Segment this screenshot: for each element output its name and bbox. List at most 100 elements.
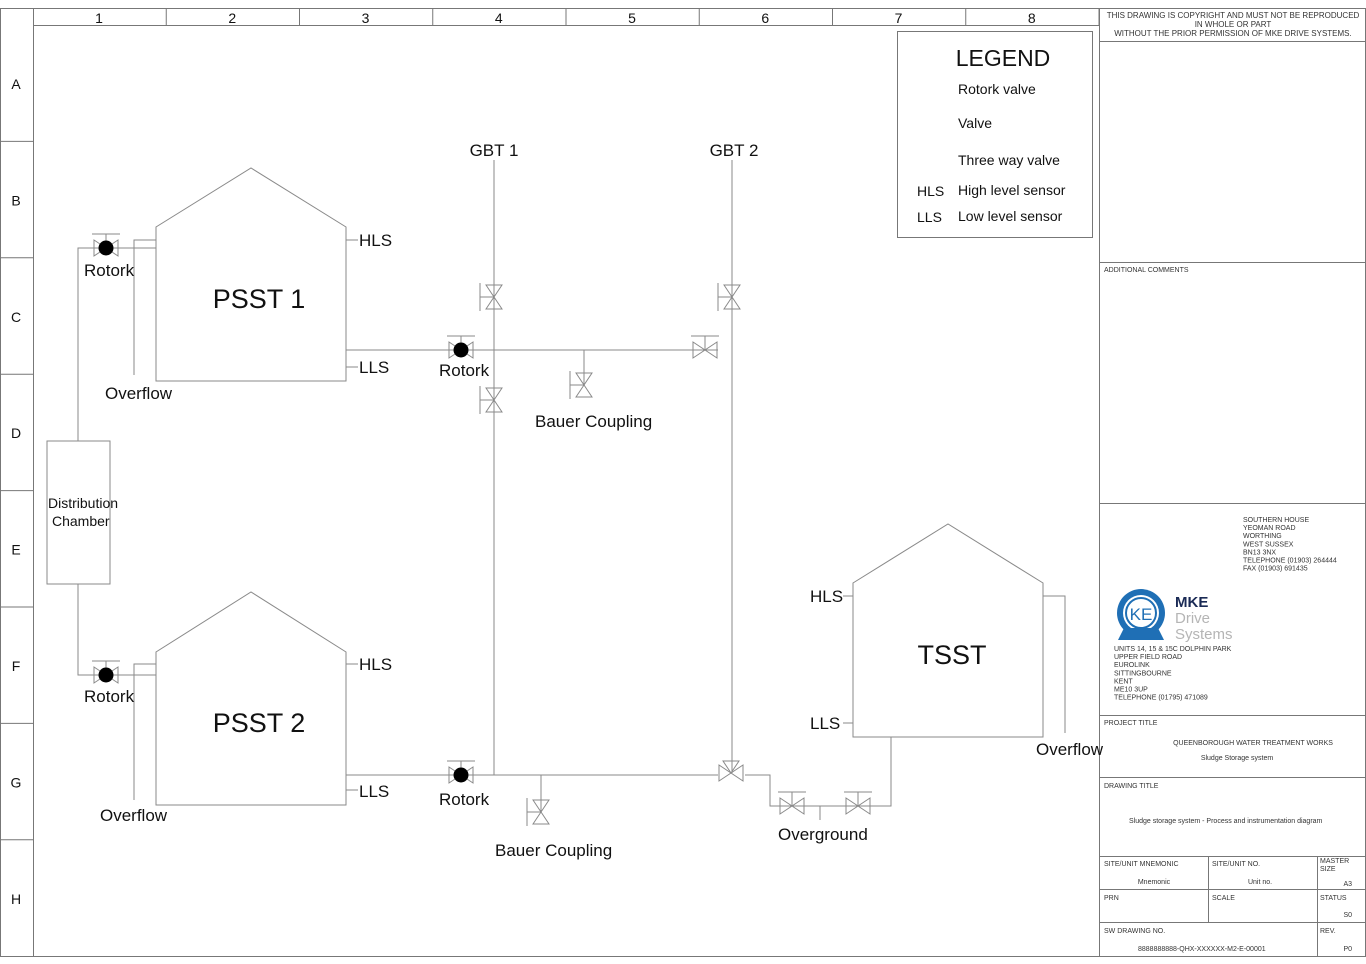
address-line: YEOMAN ROAD xyxy=(1243,525,1296,532)
tank-tsst[interactable]: TSST xyxy=(852,523,1044,738)
legend-lls-symbol: LLS xyxy=(917,209,942,225)
row-label: H xyxy=(11,891,21,907)
overflow-label: Overflow xyxy=(1036,740,1104,759)
valve-gbt1-lower[interactable] xyxy=(479,386,503,414)
hls-label: HLS xyxy=(810,587,843,606)
project-subtitle: Sludge Storage system xyxy=(1201,755,1274,762)
legend-title: LEGEND xyxy=(956,45,1051,71)
actuator-icon xyxy=(453,342,469,358)
drawing-title-label: DRAWING TITLE xyxy=(1104,783,1159,790)
drawing-no-label: SW DRAWING NO. xyxy=(1104,928,1165,935)
rotork-label: Rotork xyxy=(439,790,490,809)
legend-item-label: Low level sensor xyxy=(958,208,1063,224)
site-unit-no: Unit no. xyxy=(1248,879,1272,886)
address-line: BN13 3NX xyxy=(1243,549,1276,556)
site-mnemonic-label: SITE/UNIT MNEMONIC xyxy=(1104,861,1179,868)
copyright-line: THIS DRAWING IS COPYRIGHT AND MUST NOT B… xyxy=(1106,11,1360,29)
copyright-notice: THIS DRAWING IS COPYRIGHT AND MUST NOT B… xyxy=(1104,11,1362,38)
column-label: 8 xyxy=(1028,10,1036,26)
legend-hls-symbol: HLS xyxy=(917,183,944,199)
actuator-icon xyxy=(98,667,114,683)
tank-label: PSST 1 xyxy=(213,284,306,314)
valve-bauer-coupling-1[interactable] xyxy=(569,371,593,399)
rotork-valve-psst1-inlet[interactable] xyxy=(92,233,120,257)
project-title-label: PROJECT TITLE xyxy=(1104,720,1158,727)
address-line: TELEPHONE (01795) 471089 xyxy=(1114,695,1208,702)
valve-gbt2[interactable] xyxy=(717,283,741,311)
project-title: QUEENBOROUGH WATER TREATMENT WORKS xyxy=(1173,740,1333,747)
status-label: STATUS xyxy=(1320,895,1347,902)
address-line: SITTINGBOURNE xyxy=(1114,670,1172,677)
address-line: WORTHING xyxy=(1243,533,1282,540)
legend: LEGEND Rotork valve Valve Three way valv… xyxy=(897,31,1093,238)
master-size: A3 xyxy=(1343,881,1352,888)
address-line: UPPER FIELD ROAD xyxy=(1114,654,1182,661)
copyright-line: WITHOUT THE PRIOR PERMISSION OF MKE DRIV… xyxy=(1114,29,1352,38)
overground-label: Overground xyxy=(778,825,868,844)
logo-line3: Systems xyxy=(1175,626,1233,643)
diagram-labels: HLS LLS HLS LLS HLS LLS Rotork Rotork Ro… xyxy=(84,141,1104,860)
address-line: UNITS 14, 15 & 15C DOLPHIN PARK xyxy=(1114,646,1232,653)
site-unit-no-label: SITE/UNIT NO. xyxy=(1212,861,1260,868)
tank-psst2[interactable]: PSST 2 xyxy=(155,591,347,806)
logo-line2: Drive xyxy=(1175,610,1210,627)
column-label: 3 xyxy=(362,10,370,26)
valve-bauer-coupling-2[interactable] xyxy=(526,798,550,826)
valve-gbt1-upper[interactable] xyxy=(479,283,503,311)
status-value: S0 xyxy=(1343,912,1352,919)
address-line: ME10 3UP xyxy=(1114,687,1148,694)
legend-item-label: High level sensor xyxy=(958,182,1066,198)
overflow-label: Overflow xyxy=(100,806,168,825)
valve-gbt2-branch[interactable] xyxy=(691,335,719,359)
hls-label: HLS xyxy=(359,231,392,250)
column-label: 4 xyxy=(495,10,503,26)
rotork-label: Rotork xyxy=(84,687,135,706)
rotork-valve-psst2-outlet[interactable] xyxy=(447,760,475,784)
valve-overground-2[interactable] xyxy=(844,791,872,815)
bauer-coupling-label: Bauer Coupling xyxy=(535,412,652,431)
valve-overground-1[interactable] xyxy=(778,791,806,815)
site-mnemonic: Mnemonic xyxy=(1138,879,1171,886)
column-label: 5 xyxy=(628,10,636,26)
pipework xyxy=(77,160,1066,820)
master-size-label: MASTER SIZE xyxy=(1320,858,1350,873)
hls-label: HLS xyxy=(359,655,392,674)
column-label: 2 xyxy=(228,10,236,26)
distribution-label: Distribution xyxy=(48,495,118,511)
actuator-icon xyxy=(453,767,469,783)
row-label: C xyxy=(11,309,21,325)
mke-logo: KE MKE Drive Systems xyxy=(1117,589,1233,643)
rotork-valve-psst2-inlet[interactable] xyxy=(92,660,120,684)
title-block: THIS DRAWING IS COPYRIGHT AND MUST NOT B… xyxy=(1099,11,1366,956)
three-way-valve[interactable] xyxy=(718,760,744,782)
overflow-label: Overflow xyxy=(105,384,173,403)
scale-label: SCALE xyxy=(1212,895,1235,902)
logo-brand: MKE xyxy=(1175,594,1208,611)
tank-label: PSST 2 xyxy=(213,708,306,738)
rev-label: REV. xyxy=(1320,928,1336,935)
column-label: 1 xyxy=(95,10,103,26)
legend-item-label: Three way valve xyxy=(958,152,1060,168)
address-line: WEST SUSSEX xyxy=(1243,541,1294,548)
sheet-frame xyxy=(0,8,1366,957)
gbt2-label: GBT 2 xyxy=(710,141,759,160)
distribution-label: Chamber xyxy=(52,513,110,529)
rotork-label: Rotork xyxy=(439,361,490,380)
row-label: A xyxy=(11,76,21,92)
drawing-title: Sludge storage system - Process and inst… xyxy=(1129,818,1323,825)
distribution-chamber[interactable]: Distribution Chamber xyxy=(46,440,118,585)
row-label: F xyxy=(12,658,21,674)
additional-comments-label: ADDITIONAL COMMENTS xyxy=(1104,267,1189,274)
rotork-valve-psst1-outlet[interactable] xyxy=(447,335,475,359)
column-label: 6 xyxy=(761,10,769,26)
address-line: FAX (01903) 691435 xyxy=(1243,566,1308,573)
address-line: TELEPHONE (01903) 264444 xyxy=(1243,558,1337,565)
rotork-label: Rotork xyxy=(84,261,135,280)
row-label: G xyxy=(11,774,22,790)
tank-psst1[interactable]: PSST 1 xyxy=(155,167,347,382)
